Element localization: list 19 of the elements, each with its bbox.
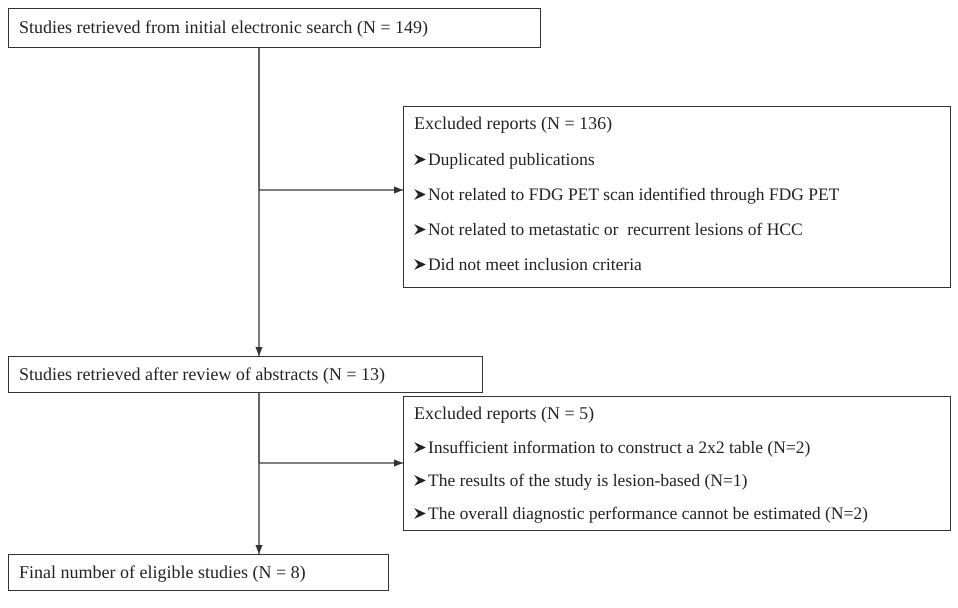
box-heading: Studies retrieved from initial electronic search (N = 149) — [19, 17, 430, 39]
bullet-item: Did not meet inclusion criteria — [428, 254, 642, 275]
box-heading: Studies retrieved after review of abstracts (N = 13) — [19, 364, 386, 386]
box-heading: Final number of eligible studies (N = 8) — [19, 562, 307, 584]
process-box — [8, 8, 541, 48]
bullet-item: Not related to FDG PET scan identified through FDG PET — [428, 184, 840, 205]
arrow — [258, 393, 403, 467]
bullet-item: The overall diagnostic performance cannot be estimated (N=2) — [428, 502, 868, 524]
bullet-item: The results of the study is lesion-based (N=1) — [428, 470, 748, 491]
exclusion-box — [403, 106, 951, 288]
process-box — [8, 356, 483, 393]
box-heading: Excluded reports (N = 136) — [414, 113, 614, 135]
bullet-item: Not related to metastatic or recurrent lesions of HCC — [428, 218, 803, 240]
exclusion-box — [403, 396, 951, 531]
bullet-item: Insufficient information to construct a 2x2 table (N=2) — [428, 436, 810, 458]
box-heading: Excluded reports (N = 5) — [414, 403, 596, 425]
process-box — [8, 554, 389, 591]
bullet-item: Duplicated publications — [428, 148, 595, 170]
arrow — [258, 48, 403, 194]
